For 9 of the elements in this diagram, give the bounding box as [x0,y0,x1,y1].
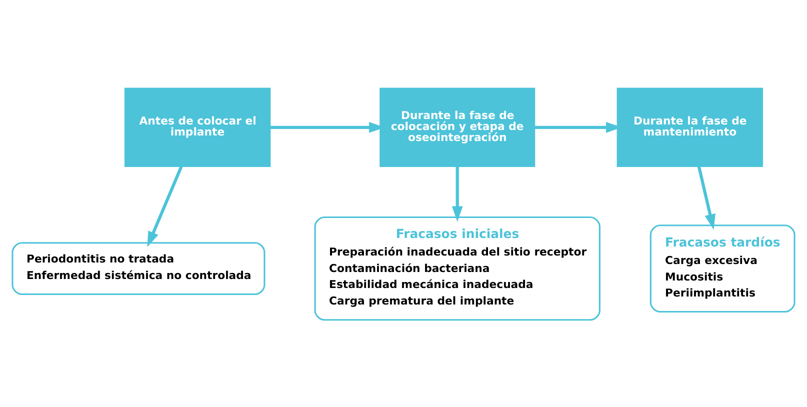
node-box: Fracasos tardíos Carga excesiva Mucositis Periimplantitis [650,224,796,312]
node-box: Periodontitis no tratada Enfermedad sistémica no controlada [12,242,266,294]
node-box: Durante la fase de mantenimiento [616,87,764,167]
arrow [147,166,183,247]
node-box: Durante la fase de colocación y etapa de oseointegración [380,87,536,167]
arrow [697,166,716,230]
node-box: Fracasos iniciales Preparación inadecuada del sitio receptor Contaminación bacteriana Estabilidad mecánica inadecuada Carga prematura del implante [314,216,600,320]
node-box: Antes de colocar el implante [124,87,271,167]
arrow [452,166,463,222]
